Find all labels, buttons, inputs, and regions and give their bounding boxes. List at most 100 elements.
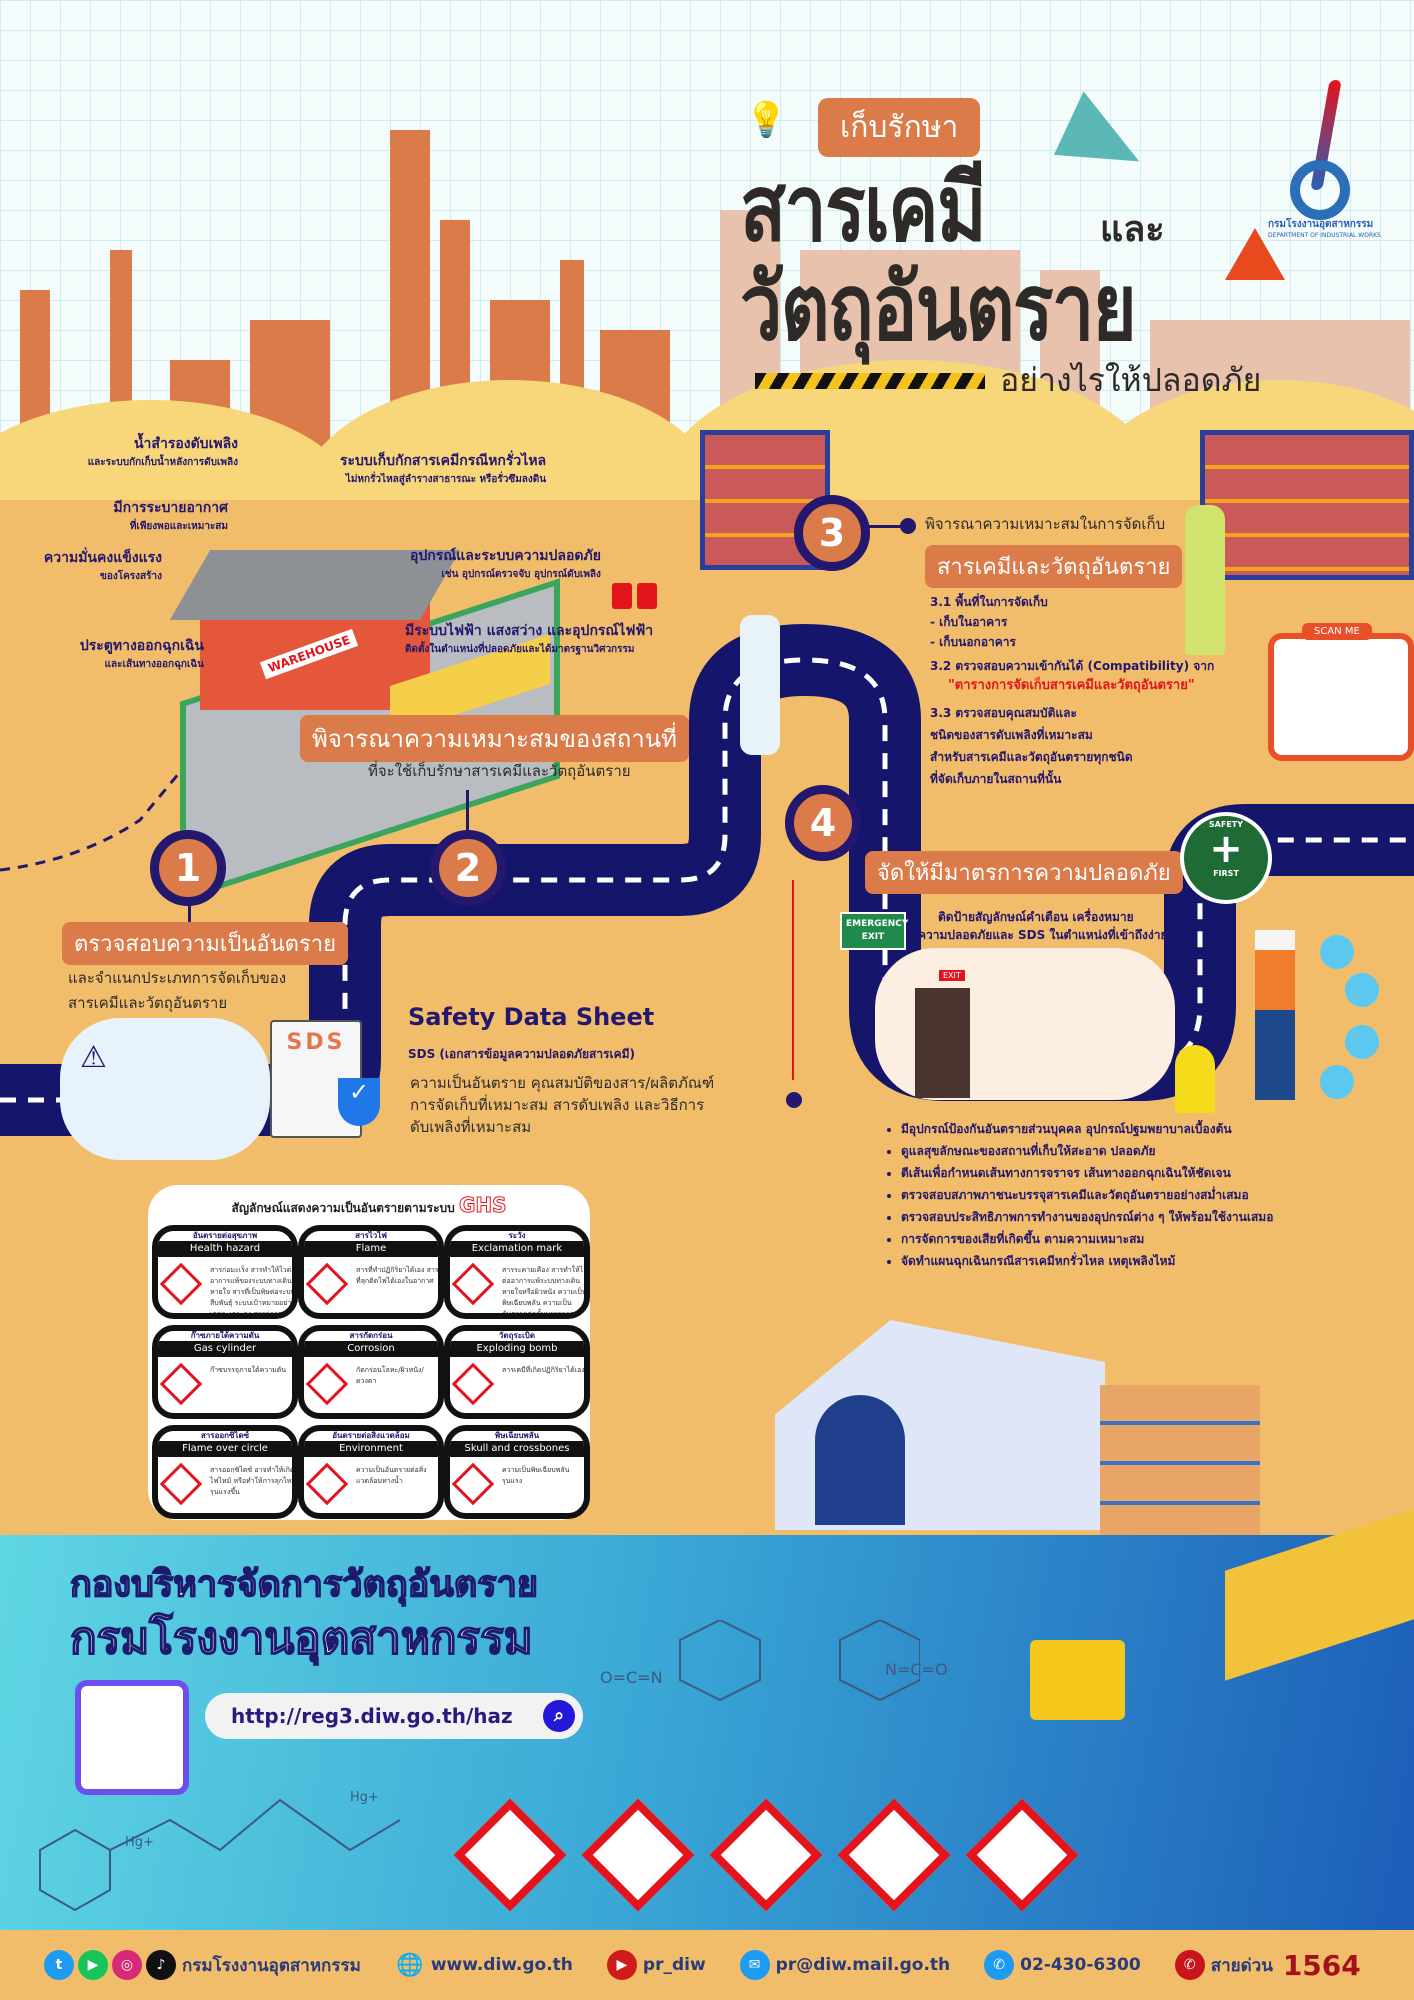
ghs-card-desc: สารที่ทำปฏิกิริยาได้เอง สารที่ลุกติดไฟได… [356,1266,439,1285]
ghs-card-th: อันตรายต่อสุขภาพ [192,1231,258,1240]
ghs-pictogram-icon [305,1362,349,1406]
title-line2: วัตถุอันตราย [740,254,1137,361]
forklift-illustration [1030,1640,1125,1720]
lightbulb-icon: 💡 [745,100,788,140]
youtube-link[interactable]: pr_diw [642,1955,706,1975]
sds-subtitle: SDS (เอกสารข้อมูลความปลอดภัยสารเคมี) [408,1047,636,1061]
ghs-card-th: อันตรายต่อสิ่งแวดล้อม [332,1431,410,1440]
ghs-card-en: Health hazard [158,1241,292,1257]
ghs-card-th: วัตถุระเบิด [498,1331,536,1340]
vest-icon [1345,973,1379,1007]
website-qr[interactable] [75,1680,189,1795]
ghs-card-en: Flame [304,1241,438,1257]
ghs-pictogram-icon [451,1362,495,1406]
ghs-card-desc: สารก่อมะเร็ง สารทำให้ไวต่ออาการแพ้ของระบ… [210,1266,296,1318]
hazard-stripe [755,373,985,389]
ghs-pictogram-icon [451,1262,495,1306]
url-bar[interactable]: http://reg3.diw.go.th/haz ⌕ [205,1693,583,1739]
ghs-card-desc: สารเคมีที่เกิดปฏิกิริยาได้เอง [502,1366,585,1374]
worker-illustration [1185,505,1225,655]
ghs-card-en: Exclamation mark [450,1241,584,1257]
warning-icon: ⚠ [80,1040,107,1075]
ghs-panel: สัญลักษณ์แสดงความเป็นอันตรายตามระบบ GHS … [148,1185,590,1520]
qr-code [1288,653,1392,749]
sds-title: Safety Data Sheet [408,1003,655,1031]
ghs-pictogram-icon [159,1262,203,1306]
ghs-card-en: Skull and crossbones [450,1441,584,1457]
label-electrical: มีระบบไฟฟ้า แสงสว่าง และอุปกรณ์ไฟฟ้าติดต… [405,623,654,655]
step1-desc-2: สารเคมีและวัตถุอันตราย [68,994,228,1012]
diw-logo [1290,80,1360,220]
title-subtitle: อย่างไรให้ปลอดภัย [1000,361,1262,399]
step-number-3: 3 [794,495,870,571]
line-icon[interactable]: ▶ [78,1950,108,1980]
ghs-card-th: สารกัดกร่อน [349,1331,393,1340]
step1-desc-1: และจำแนกประเภทการจัดเก็บของ [68,969,287,987]
scan-me-qr[interactable]: SCAN ME [1268,623,1414,761]
sds-desc-1: ความเป็นอันตราย คุณสมบัติของสาร/ผลิตภัณฑ… [410,1074,715,1092]
ghs-card-th: ก๊าซภายใต้ความดัน [190,1331,260,1340]
ghs-card-desc: สารระคายเคือง สารทำให้ไวต่ออาการแพ้ระบบท… [502,1266,588,1318]
evacuation-illustration: EXIT [875,948,1175,1100]
phone-number[interactable]: 02-430-6300 [1020,1955,1141,1975]
step2-desc: ที่จะใช้เก็บรักษาสารเคมีและวัตถุอันตราย [368,762,631,780]
ghs-pictogram-icon [451,1462,495,1506]
qr-code [89,1694,175,1780]
social-name[interactable]: กรมโรงงานอุตสาหกรรม [182,1955,361,1976]
ghs-title: สัญลักษณ์แสดงความเป็นอันตรายตามระบบ GHS [231,1193,507,1218]
step3-intro: พิจารณาความเหมาะสมในการจัดเก็บ [925,515,1166,533]
twitter-icon[interactable]: t [44,1950,74,1980]
safety-first-icon: SAFETY + FIRST [1180,812,1272,904]
step1-tag: ตรวจสอบความเป็นอันตราย [62,922,349,965]
hotline-icon: ✆ [1174,1950,1205,1980]
road-path [0,623,1414,1136]
connector-dot [786,1092,802,1108]
youtube-icon[interactable]: ▶ [606,1950,637,1980]
label-safety-equipment: อุปกรณ์และระบบความปลอดภัยเช่น อุปกรณ์ตรว… [410,548,601,580]
fire-extinguisher-icon [612,583,632,609]
step4-bullets: มีอุปกรณ์ป้องกันอันตรายส่วนบุคคล อุปกรณ์… [885,1118,1273,1272]
bullet-item: มีอุปกรณ์ป้องกันอันตรายส่วนบุคคล อุปกรณ์… [901,1118,1273,1140]
ghs-card-en: Flame over circle [158,1441,292,1457]
url-text[interactable]: http://reg3.diw.go.th/haz [231,1704,513,1728]
title-and: และ [1100,209,1165,250]
label-structure: ความมั่นคงแข็งแรงของโครงสร้าง [43,550,162,582]
chem-label: Hg+ [350,1790,379,1805]
search-icon[interactable]: ⌕ [543,1700,575,1732]
ghs-card-en: Exploding bomb [450,1341,584,1357]
globe-icon: 🌐 [396,1952,424,1978]
bullet-item: ตรวจสอบสภาพภาชนะบรรจุสารเคมีและวัตถุอันต… [901,1184,1273,1206]
boots-icon [1320,1065,1354,1099]
hotline-label: สายด่วน [1210,1955,1273,1976]
website-link[interactable]: www.diw.go.th [430,1955,573,1975]
step3-tag: สารเคมีและวัตถุอันตราย [925,545,1183,588]
hazard-check-illustration [60,1018,270,1160]
step2-tag: พิจารณาความเหมาะสมของสถานที่ [300,715,689,762]
ghs-card-th: พิษเฉียบพลัน [494,1431,540,1440]
phone-icon: ✆ [984,1950,1015,1980]
title-line1: สารเคมี [740,155,987,262]
email-link[interactable]: pr@diw.mail.go.th [775,1955,951,1975]
hotline-number[interactable]: 1564 [1282,1948,1361,1982]
helmet-icon [1320,935,1354,969]
bullet-item: ดูแลสุขลักษณะของสถานที่เก็บให้สะอาด ปลอด… [901,1140,1273,1162]
ghs-card-th: สารไวไฟ [355,1231,387,1240]
step-number-4: 4 [785,785,861,861]
ghs-card-desc: กัดกร่อนโลหะ/ผิวหนัง/ดวงตา [356,1366,424,1385]
hardhats-illustration [1175,1045,1215,1113]
ghs-pictogram-icon [305,1262,349,1306]
bullet-item: การจัดการของเสียที่เกิดขึ้น ตามความเหมาะ… [901,1228,1273,1250]
tiktok-icon[interactable]: ♪ [146,1950,176,1980]
connector-line [466,790,469,840]
instagram-icon[interactable]: ◎ [112,1950,142,1980]
shield-check-icon: ✓ [338,1078,380,1126]
ghs-pictogram-icon [159,1462,203,1506]
step4-tag: จัดให้มีมาตรการความปลอดภัย [865,851,1183,894]
